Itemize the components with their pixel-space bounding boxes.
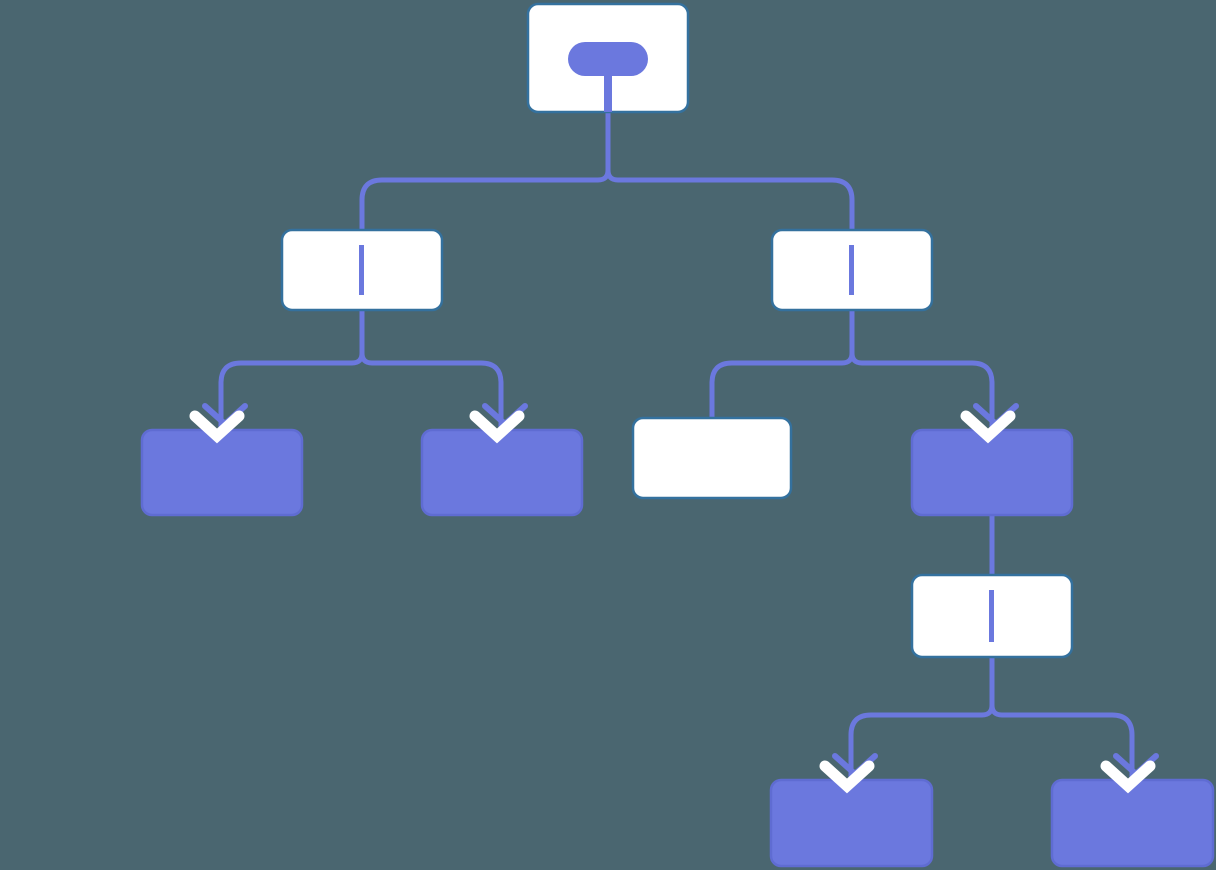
node-n-l1b[interactable] [420, 428, 584, 517]
node-box-n-r2b[interactable] [1050, 778, 1215, 868]
node-box-n-r2a[interactable] [769, 778, 934, 868]
arrow-chevron-front-a-l1a [189, 410, 245, 444]
arrow-chevron-front-a-r2a [819, 760, 875, 794]
edge-e-r2-r2b [989, 657, 1135, 782]
node-n-r2a[interactable] [769, 778, 934, 868]
node-n-r1a[interactable] [631, 416, 793, 500]
arrow-chevron-front-a-l1b [469, 410, 525, 444]
arrowheads-layer [189, 403, 1159, 794]
arrowhead-a-r1b [960, 403, 1019, 444]
root-marker-stem [604, 70, 612, 112]
pass-through-line-n-l1 [359, 245, 364, 295]
nodes-layer [140, 2, 1215, 868]
arrowhead-a-l1a [189, 403, 248, 444]
pass-through-line-n-r2 [989, 590, 994, 642]
edge-e-r1-r1b [849, 310, 995, 432]
node-n-l1a[interactable] [140, 428, 304, 517]
arrowhead-a-r2b [1100, 753, 1159, 794]
node-box-n-l1b[interactable] [420, 428, 584, 517]
node-box-n-r1b[interactable] [910, 428, 1074, 517]
edge-e-root-r1 [605, 112, 855, 230]
node-box-n-l1a[interactable] [140, 428, 304, 517]
node-n-r2b[interactable] [1050, 778, 1215, 868]
node-box-n-r1a[interactable] [631, 416, 793, 500]
edges-layer [218, 112, 1135, 782]
node-n-r1b[interactable] [910, 428, 1074, 517]
node-markers-layer [359, 42, 994, 642]
edge-e-l1-l1b [359, 310, 504, 432]
arrowhead-a-l1b [469, 403, 528, 444]
arrow-chevron-front-a-r1b [960, 410, 1016, 444]
arrowhead-a-r2a [819, 753, 878, 794]
arrow-chevron-front-a-r2b [1100, 760, 1156, 794]
root-marker-pill [568, 42, 648, 76]
pass-through-line-n-r1 [849, 245, 854, 295]
